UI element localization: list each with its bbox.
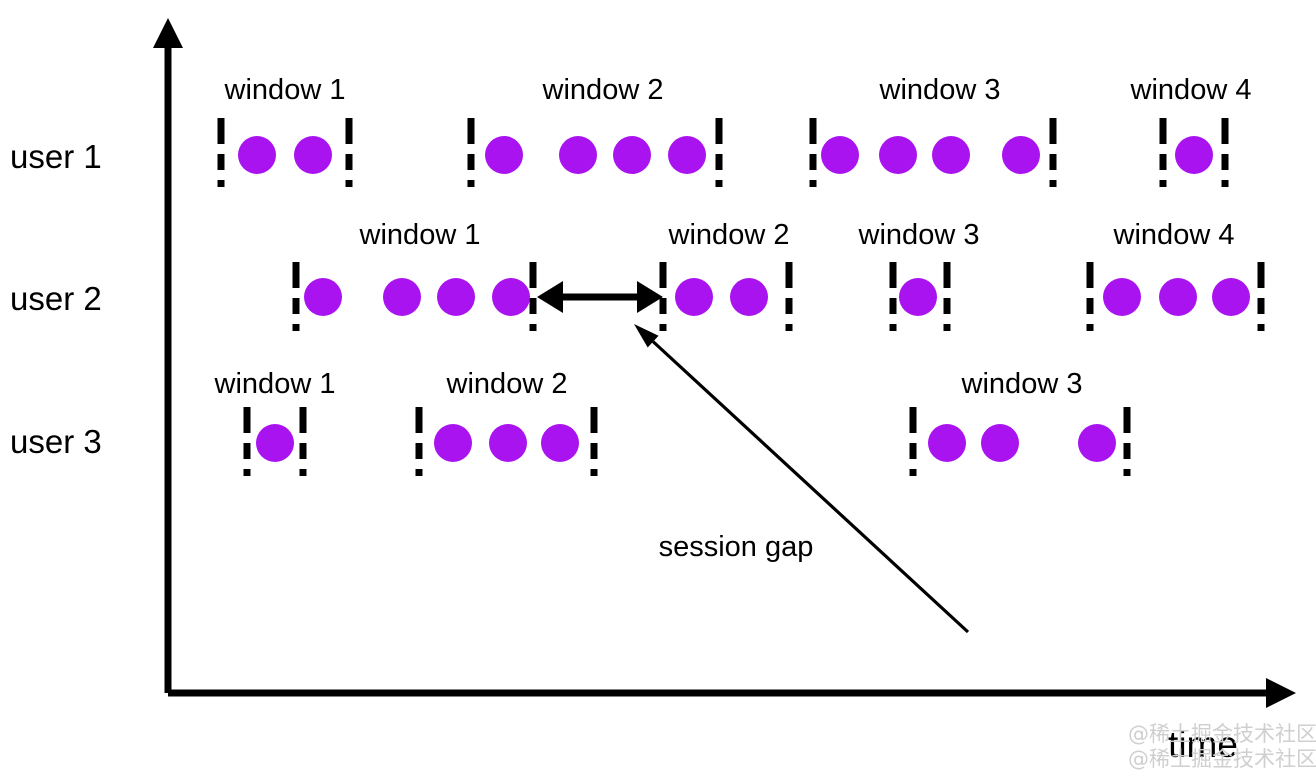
window-3-user-1	[809, 118, 1057, 192]
event-dot-u3-w3-2	[981, 424, 1019, 462]
event-dot-u3-w2-2	[489, 424, 527, 462]
event-dot-u2-w1-2	[383, 278, 421, 316]
session-gap-arrow	[537, 281, 663, 313]
window-3-user-2	[889, 262, 951, 336]
event-dot-u3-w3-3	[1078, 424, 1116, 462]
event-dot-u1-w2-4	[668, 136, 706, 174]
window-4-user-1	[1159, 118, 1229, 192]
event-dot-u3-w1-1	[256, 424, 294, 462]
event-dot-u2-w1-3	[437, 278, 475, 316]
event-dot-u1-w2-3	[613, 136, 651, 174]
event-dot-u1-w1-2	[294, 136, 332, 174]
event-dot-u1-w1-1	[238, 136, 276, 174]
window-label-u2-w3: window 3	[858, 219, 980, 251]
user-label-1: user 1	[10, 138, 102, 175]
y-axis-arrowhead	[153, 18, 183, 48]
user-row-3	[243, 407, 1131, 483]
user-row-1	[217, 118, 1229, 192]
event-dot-u1-w3-1	[821, 136, 859, 174]
window-4-user-2	[1086, 262, 1265, 336]
window-label-u3-w2: window 2	[446, 368, 568, 400]
window-label-u2-w2: window 2	[668, 219, 790, 251]
time-axis-label: time	[1168, 724, 1238, 765]
window-2-user-1	[467, 118, 723, 192]
event-dot-u2-w3-1	[899, 278, 937, 316]
window-label-u3-w1: window 1	[214, 368, 336, 400]
window-2-user-2	[659, 262, 793, 336]
user-label-3: user 3	[10, 423, 102, 460]
window-label-u2-w1: window 1	[359, 219, 481, 251]
event-dot-u1-w2-1	[485, 136, 523, 174]
window-label-u1-w3: window 3	[879, 74, 1001, 106]
event-dot-u2-w4-1	[1103, 278, 1141, 316]
event-dot-u1-w3-3	[932, 136, 970, 174]
event-dot-u2-w4-3	[1212, 278, 1250, 316]
session-gap-arrowhead-right	[637, 281, 663, 313]
event-dot-u3-w2-1	[434, 424, 472, 462]
event-dot-u2-w2-1	[675, 278, 713, 316]
window-label-u1-w2: window 2	[542, 74, 664, 106]
session-gap-pointer-arrowhead	[634, 324, 659, 348]
user-row-2	[292, 262, 1265, 336]
event-dot-u2-w2-2	[730, 278, 768, 316]
axes-group	[153, 18, 1296, 708]
event-dot-u1-w3-2	[879, 136, 917, 174]
event-dot-u1-w4-1	[1175, 136, 1213, 174]
event-dot-u1-w2-2	[559, 136, 597, 174]
user-label-2: user 2	[10, 280, 102, 317]
diagram-text-group: user 1 window 1 window 2 window 3 window 4 us…	[10, 74, 1251, 765]
session-gap-pointer	[634, 324, 970, 634]
event-dot-u2-w4-2	[1159, 278, 1197, 316]
event-dot-u2-w1-4	[492, 278, 530, 316]
window-label-u1-w4: window 4	[1130, 74, 1252, 106]
event-dot-u1-w3-4	[1002, 136, 1040, 174]
session-gap-arrowhead-left	[537, 281, 563, 313]
event-dot-u2-w1-1	[304, 278, 342, 316]
event-dot-u3-w2-3	[541, 424, 579, 462]
window-label-u3-w3: window 3	[961, 368, 1083, 400]
event-dot-u3-w3-1	[928, 424, 966, 462]
x-axis-arrowhead	[1266, 678, 1296, 708]
window-1-user-1	[217, 118, 353, 192]
window-2-user-3	[415, 407, 598, 483]
window-label-u1-w1: window 1	[224, 74, 346, 106]
window-3-user-3	[909, 407, 1131, 483]
user-rows-group	[217, 118, 1265, 483]
window-1-user-3	[243, 407, 307, 483]
window-1-user-2	[292, 262, 537, 336]
session-gap-label: session gap	[659, 531, 814, 563]
window-label-u2-w4: window 4	[1113, 219, 1235, 251]
session-gap-pointer-shaft	[652, 340, 970, 634]
